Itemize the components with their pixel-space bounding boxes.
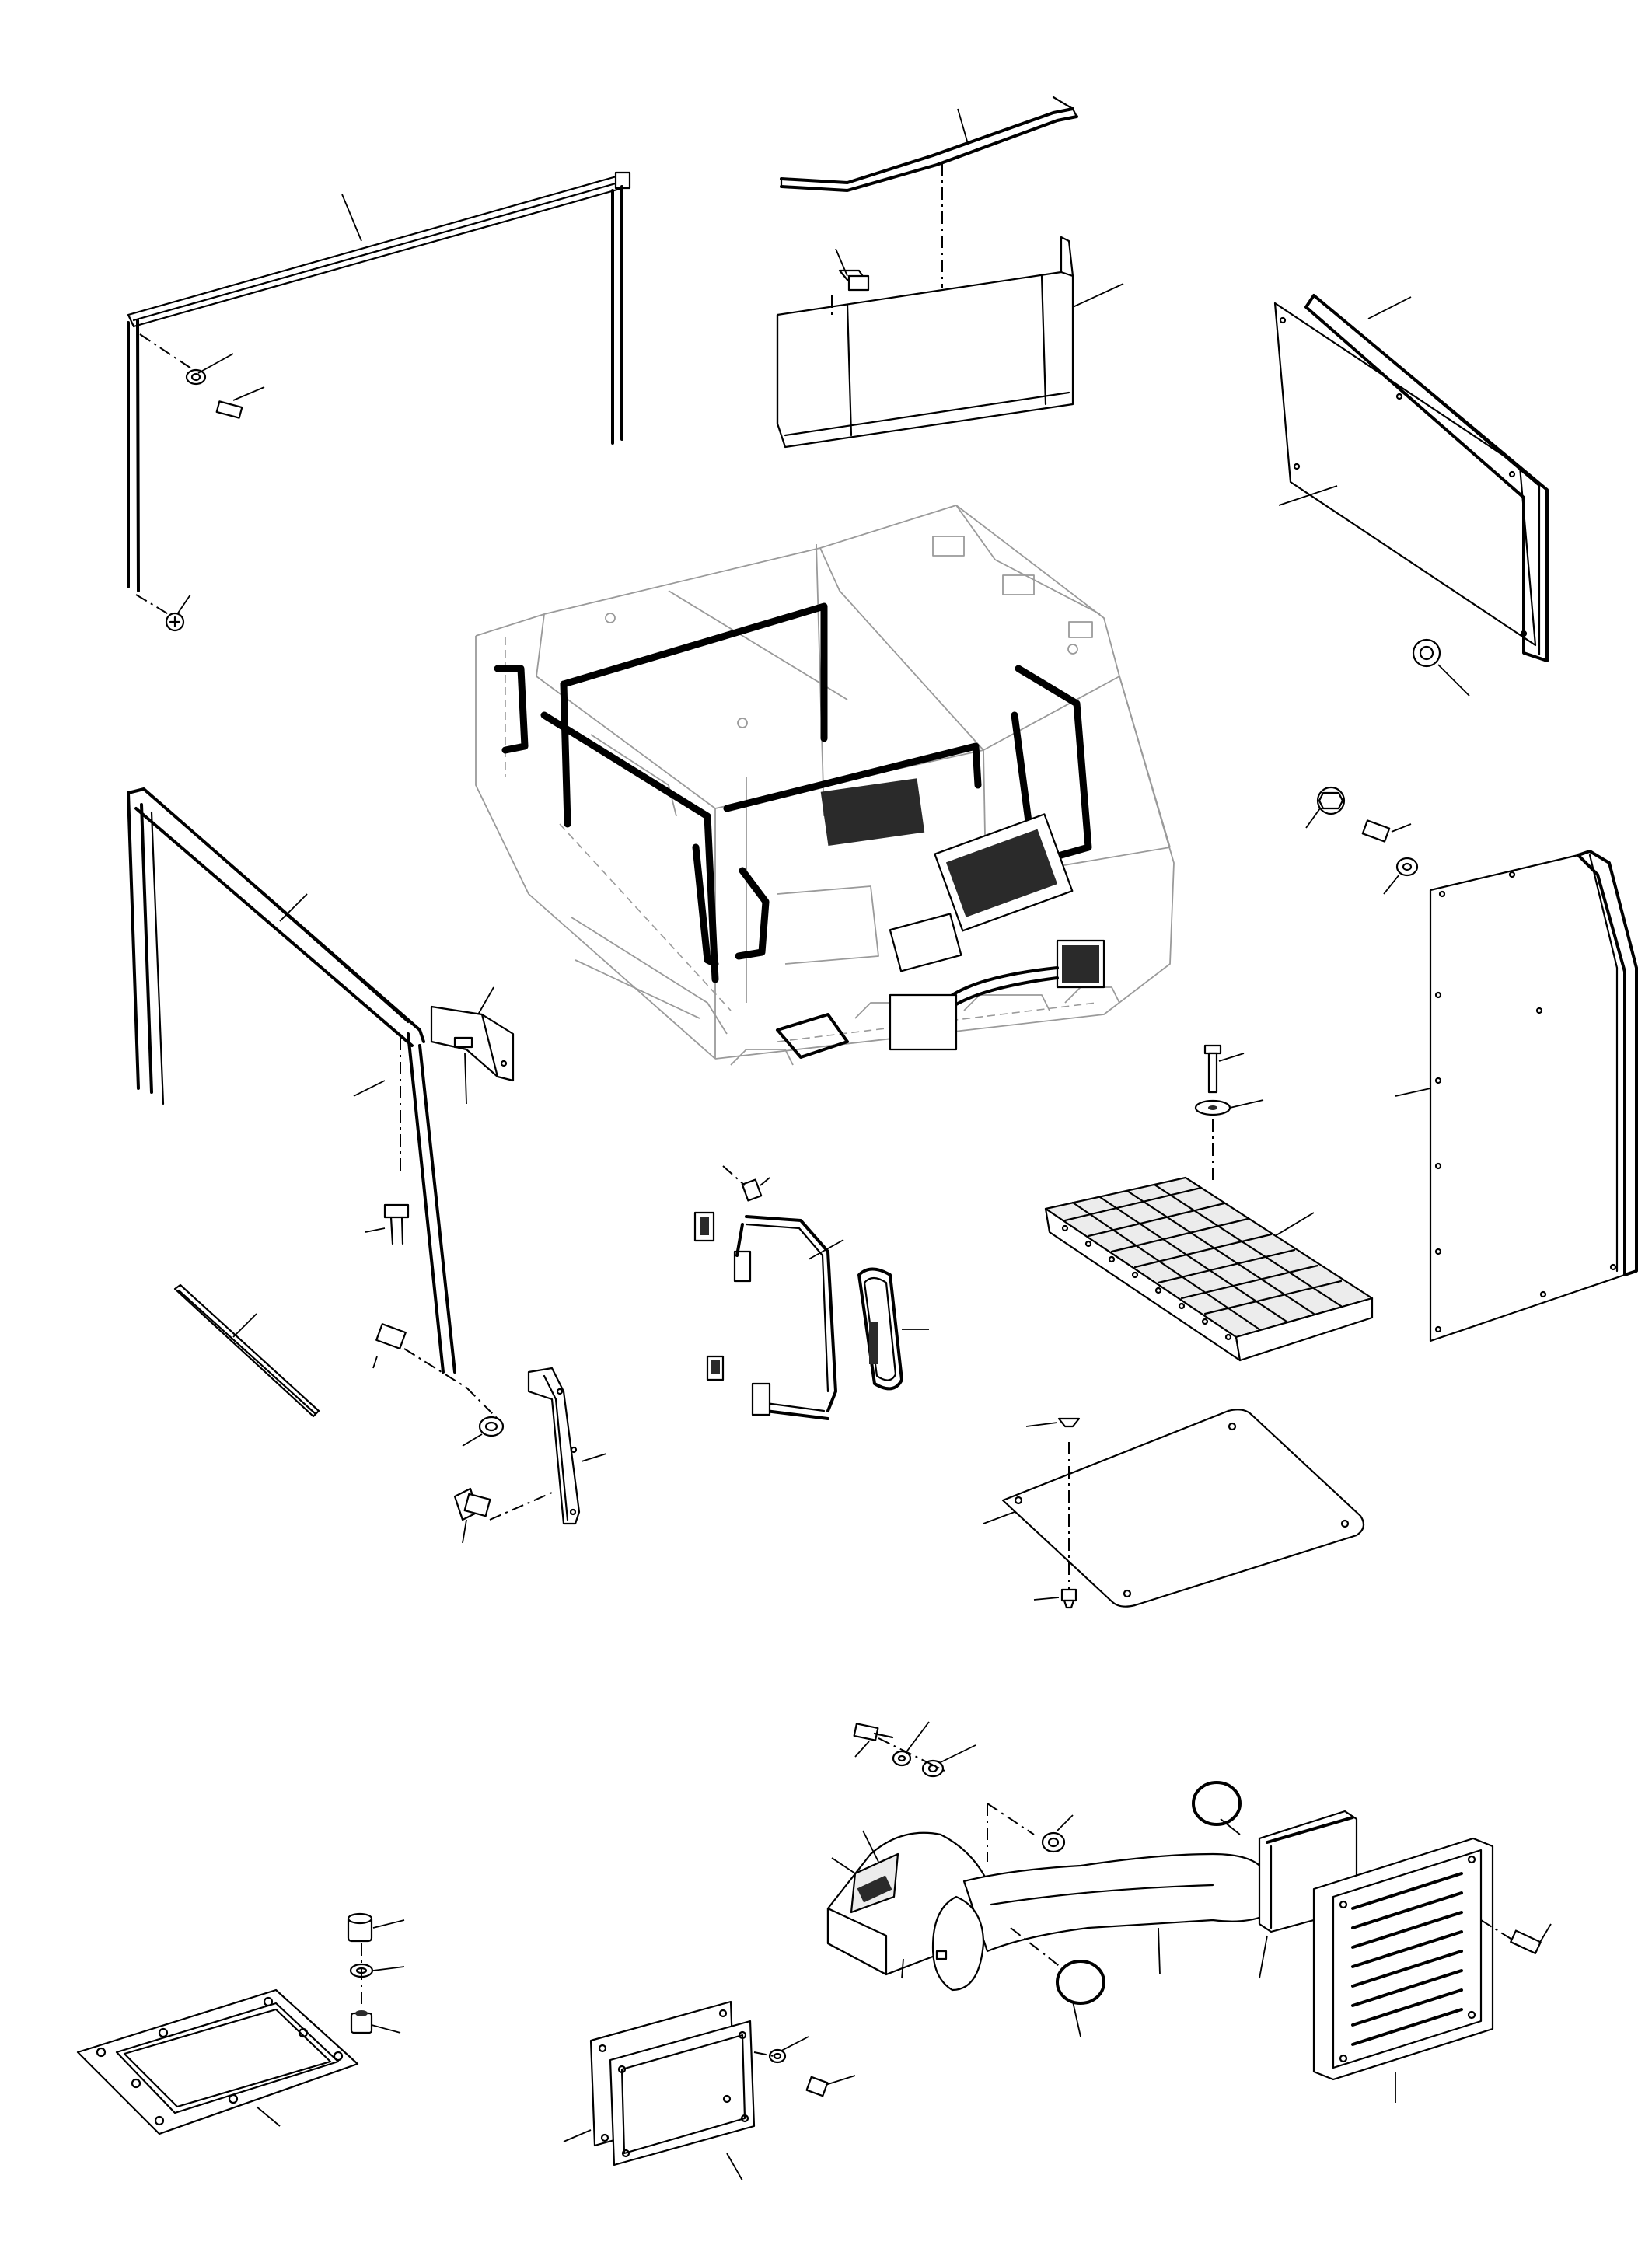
floor-access-cover (76, 1912, 405, 2135)
left-door-frame-seal (127, 787, 456, 1374)
inspection-cover (563, 2000, 856, 2181)
floor-cover-plate (983, 1409, 1365, 1609)
door-strip (173, 1283, 320, 1418)
front-upper-frame-seal (127, 171, 631, 632)
right-side-seal (1304, 294, 1549, 662)
hinge-bracket (430, 986, 515, 1105)
rear-upper-cover (776, 236, 1124, 449)
mirror-bracket (693, 1165, 844, 1420)
step-plate (1044, 1044, 1374, 1362)
lower-door-bracket (372, 1323, 607, 1544)
heater-grille (1312, 1837, 1552, 2103)
mirror (857, 1267, 929, 1391)
cab-assembly (475, 505, 1175, 1066)
roof-rear-trim (780, 96, 1078, 288)
right-side-panel (1273, 302, 1537, 697)
air-duct-assembly (826, 1721, 1358, 2037)
right-rear-panel (1305, 786, 1638, 1342)
